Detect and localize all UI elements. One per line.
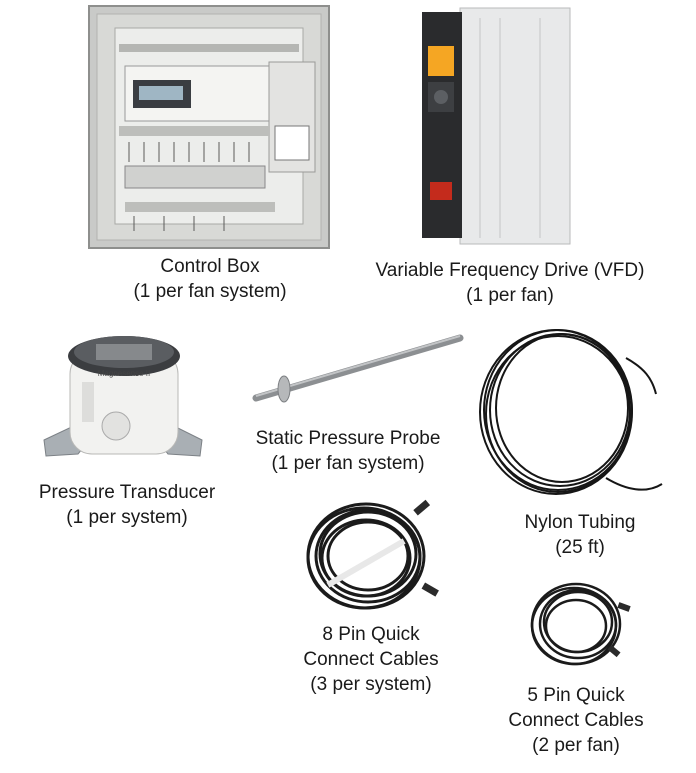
caption-vfd: Variable Frequency Drive (VFD) (1 per fa…: [350, 258, 670, 308]
item-name: Variable Frequency Drive (VFD): [375, 260, 645, 281]
caption-5-pin-cables: 5 Pin Quick Connect Cables (2 per fan): [486, 683, 666, 758]
item-qty: (3 per system): [310, 674, 432, 695]
caption-control-box: Control Box (1 per fan system): [110, 254, 310, 304]
caption-static-pressure-probe: Static Pressure Probe (1 per fan system): [236, 426, 460, 476]
nylon-tubing-coil-icon: [479, 329, 663, 495]
item-name: Nylon Tubing: [524, 512, 636, 533]
cable-coil-5pin-icon: [530, 582, 631, 666]
item-qty: (25 ft): [555, 537, 605, 558]
item-name: Static Pressure Probe: [255, 428, 441, 449]
static-pressure-probe-icon: [252, 334, 464, 403]
pressure-transducer-icon: Magnesense II: [43, 336, 203, 457]
caption-nylon-tubing: Nylon Tubing (25 ft): [490, 510, 670, 560]
item-qty: (1 per fan): [466, 285, 554, 306]
item-qty: (1 per system): [66, 507, 188, 528]
cable-coil-8pin-icon: [306, 499, 439, 610]
control-box-icon: [88, 5, 330, 249]
item-qty: (2 per fan): [532, 735, 620, 756]
item-name: 5 Pin Quick: [527, 685, 625, 706]
item-name: Control Box: [160, 256, 260, 277]
item-qty: (1 per fan system): [133, 281, 287, 302]
caption-pressure-transducer: Pressure Transducer (1 per system): [18, 480, 236, 530]
item-name-2: Connect Cables: [508, 710, 644, 731]
item-qty: (1 per fan system): [271, 453, 425, 474]
item-name: 8 Pin Quick: [322, 624, 420, 645]
item-name: Pressure Transducer: [38, 482, 216, 503]
item-name-2: Connect Cables: [303, 649, 439, 670]
vfd-icon: [422, 7, 571, 245]
magnesense-label: Magnesense II: [98, 369, 150, 378]
caption-8-pin-cables: 8 Pin Quick Connect Cables (3 per system…: [276, 622, 466, 697]
